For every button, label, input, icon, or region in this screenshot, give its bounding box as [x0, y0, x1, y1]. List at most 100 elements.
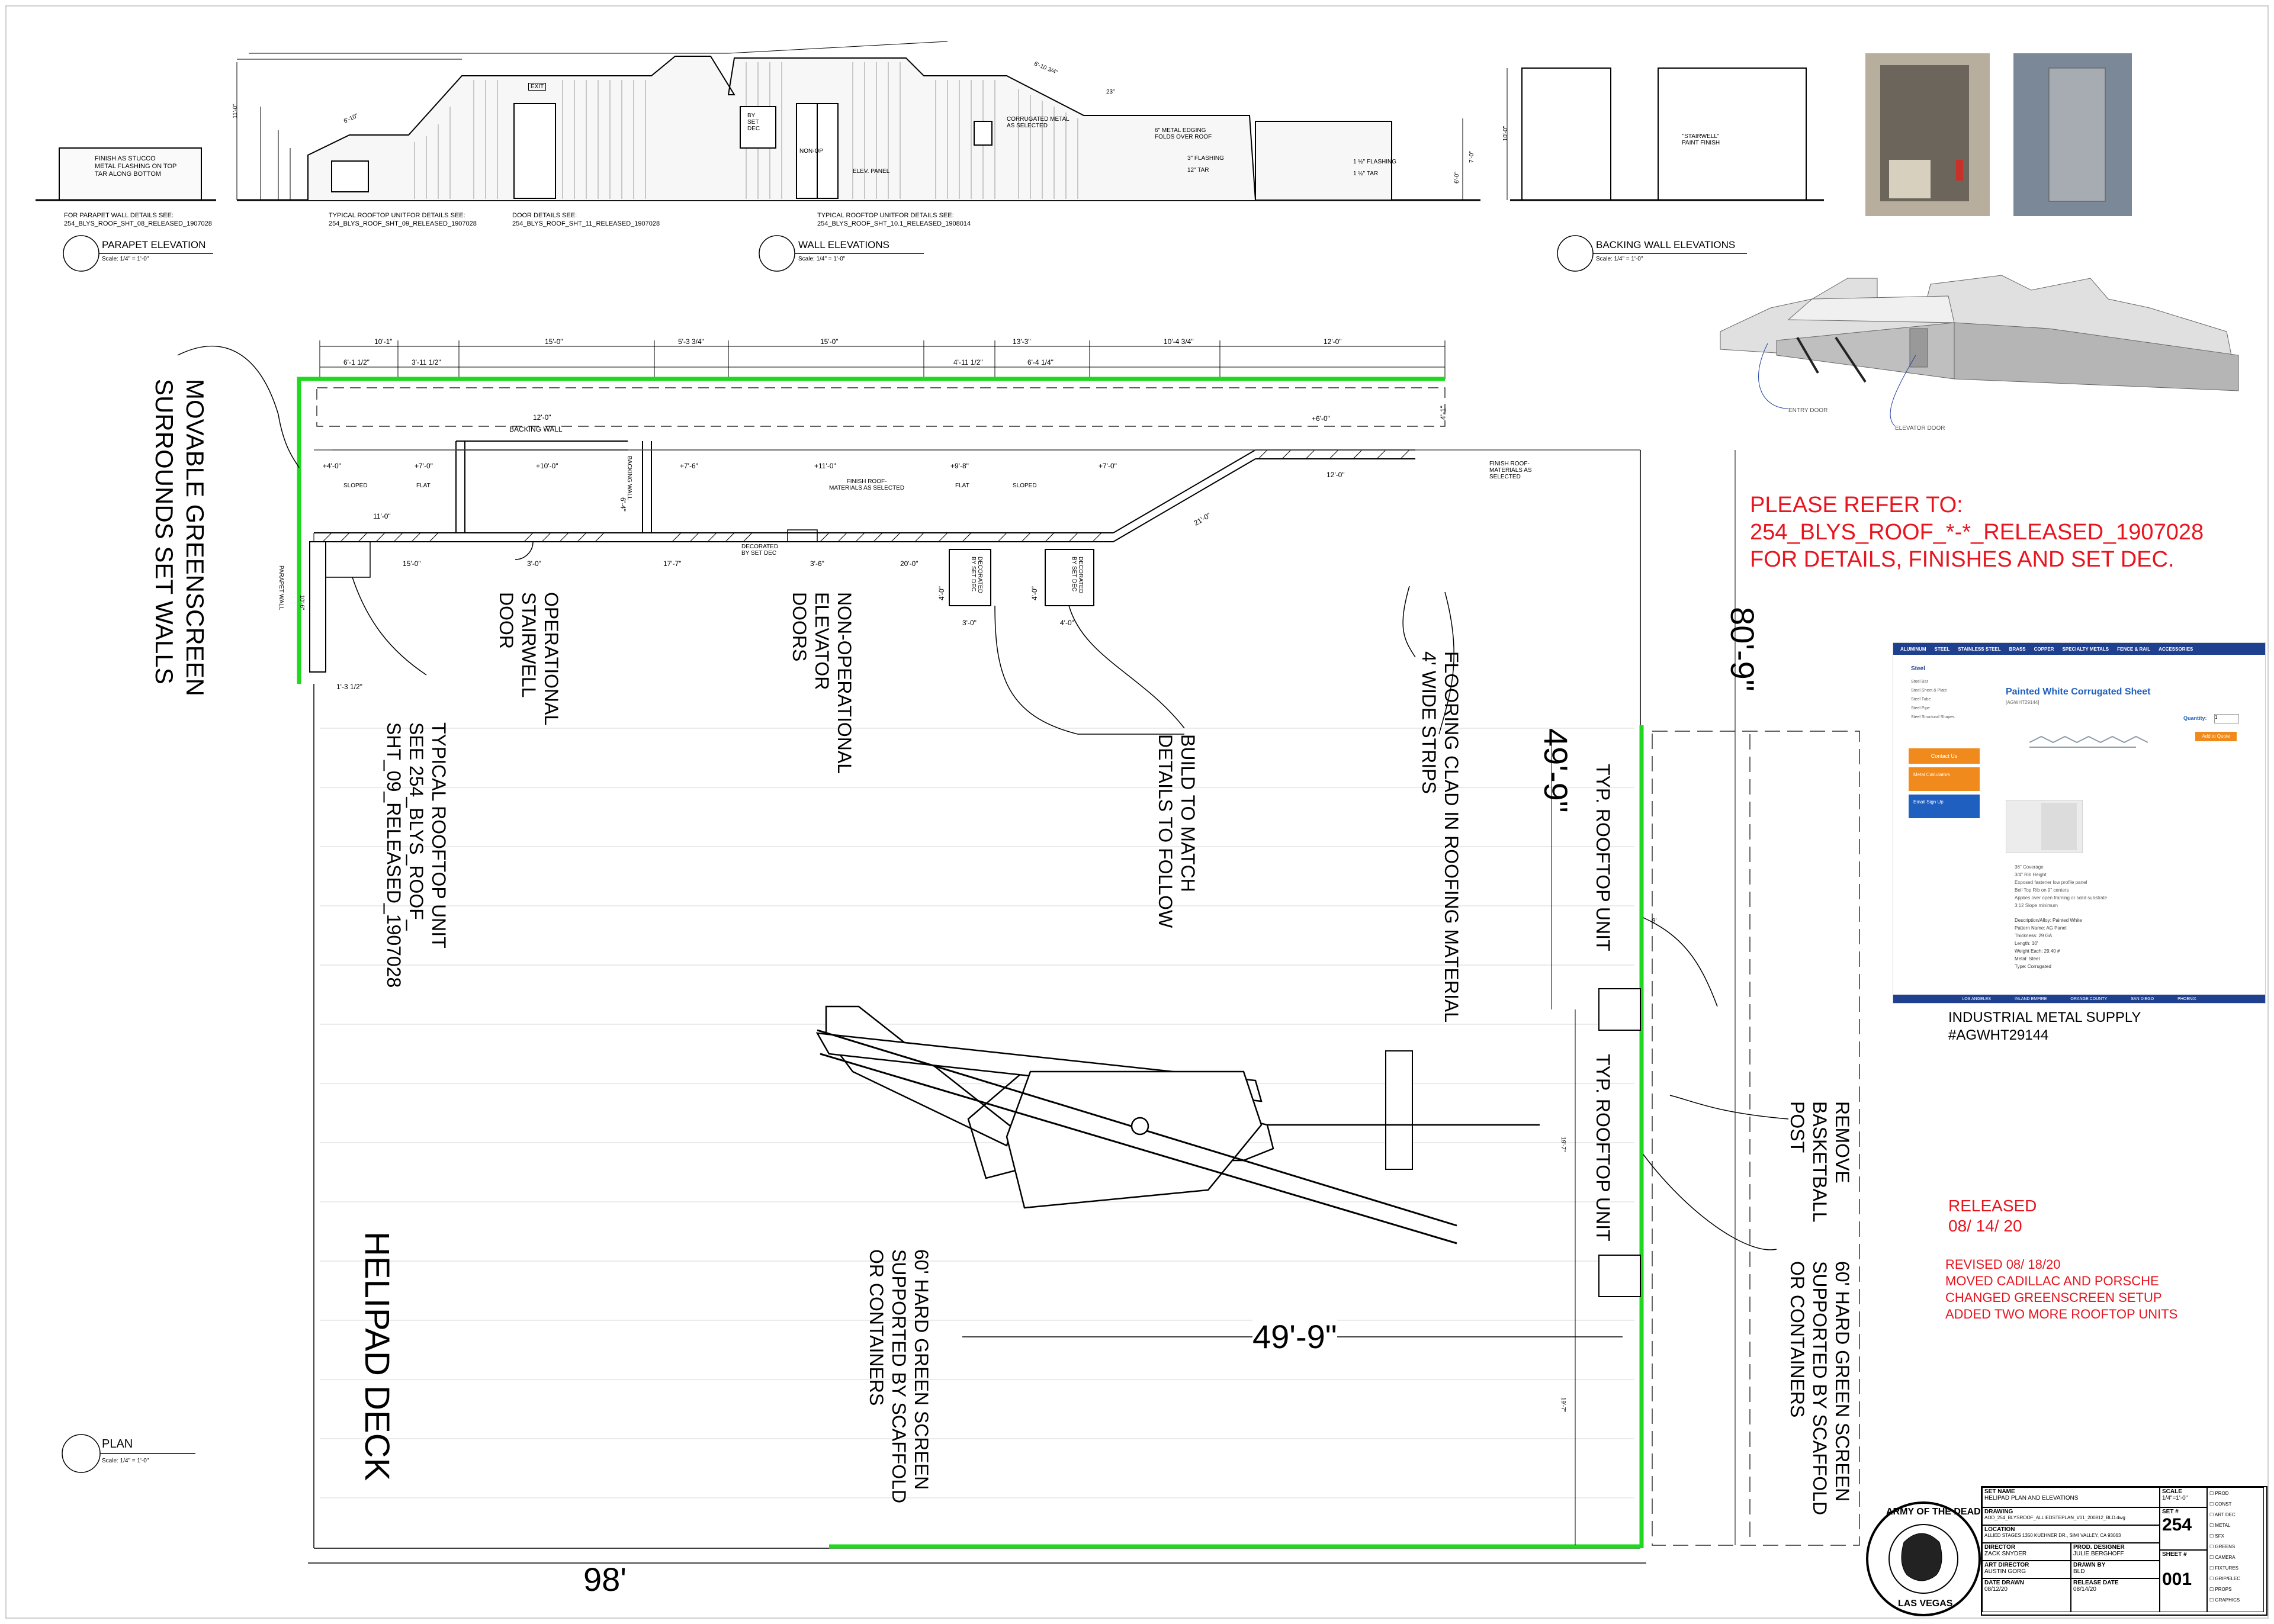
plan-dim-12-right: 12'-0" [1326, 471, 1345, 479]
plan-flat-1: FLAT [416, 483, 431, 489]
calculators-button[interactable]: Metal Calculators [1909, 767, 1980, 791]
helicopter-icon [815, 1005, 1540, 1244]
nav-item[interactable]: COPPER [2034, 646, 2054, 652]
check-item[interactable]: ☐ GREENS [2209, 1544, 2236, 1549]
footer-location[interactable]: PHOENIX [2177, 996, 2196, 1001]
flooring-note: FLOORING CLAD IN ROOFING MATERIAL 4' WID… [1418, 651, 1462, 1023]
supplier-sku: #AGWHT29144 [1948, 1027, 2049, 1043]
nav-item[interactable]: ALUMINUM [1900, 646, 1926, 652]
plan-backing-wall-dim: 12'-0" [533, 413, 551, 422]
check-item[interactable]: ☐ SFX [2209, 1533, 2224, 1539]
nav-item[interactable]: ACCESSORIES [2159, 646, 2193, 652]
add-quote-button[interactable]: Add to Quote [2195, 732, 2237, 741]
check-item[interactable]: ☐ GRAPHICS [2209, 1597, 2240, 1603]
quantity-input[interactable]: 1 [2214, 714, 2239, 723]
refer-note: PLEASE REFER TO: 254_BLYS_ROOF_*-*_RELEA… [1750, 493, 2204, 572]
elev-panel-label: ELEV. PANEL [853, 168, 890, 175]
check-item[interactable]: ☐ PROPS [2209, 1587, 2232, 1592]
check-item[interactable]: ☐ FIXTURES [2209, 1565, 2238, 1571]
entry-door-label: ENTRY DOOR [1788, 407, 1828, 414]
footer-location[interactable]: ORANGE COUNTY [2070, 996, 2108, 1001]
dim-49-9-vertical: 49'-9" [1537, 728, 1575, 813]
product-thumbnail [2006, 800, 2083, 853]
quantity-label: Quantity: [2183, 715, 2207, 721]
hard-green-left: 60' HARD GREEN SCREEN SUPPORTED BY SCAFF… [866, 1249, 932, 1504]
tb-set-name: SET NAME HELIPAD PLAN AND ELEVATIONS [1982, 1487, 2160, 1507]
wall-dim-13: 7'-0" [1469, 151, 1475, 163]
parapet-scale: Scale: 1/4" = 1'-0" [102, 256, 149, 262]
wall-dim-4: 23" [1106, 89, 1115, 95]
dim-49-9-horizontal: 49'-9" [1252, 1317, 1337, 1356]
nav-item[interactable]: BRASS [2009, 646, 2026, 652]
nav-item[interactable]: FENCE & RAIL [2117, 646, 2151, 652]
contact-button[interactable]: Contact Us [1909, 748, 1980, 764]
nav-item[interactable]: SPECIALTY METALS [2062, 646, 2109, 652]
check-item[interactable]: ☐ CONST [2209, 1501, 2232, 1507]
typ-rooftop-1: TYP. ROOFTOP UNIT [1592, 764, 1614, 951]
plan-dim-3b: 3'-0" [962, 619, 977, 627]
backing-scale: Scale: 1/4" = 1'-0" [1596, 256, 1643, 262]
title-block: SET NAME HELIPAD PLAN AND ELEVATIONS DRA… [1981, 1486, 2267, 1616]
plan-top-dim-8: 6'-4 1/4" [1027, 358, 1054, 366]
plan-dim-4: 4'-0" [1060, 619, 1074, 627]
spec-item: Weight Each: 29.40 # [2015, 948, 2060, 954]
dim-19-7b: 19'-7" [1560, 1397, 1566, 1413]
spec-item: Length: 10' [2015, 941, 2038, 946]
footer-location[interactable]: LOS ANGELES [1962, 996, 1991, 1001]
footer-location[interactable]: INLAND EMPIRE [2014, 996, 2047, 1001]
leader-lines [177, 346, 1789, 1250]
tb-location: LOCATION ALLIED STAGES 1350 KUEHNER DR.,… [1982, 1525, 2160, 1543]
rooftop-unit-note: TYPICAL ROOFTOP UNIT SEE 254_BLYS_ROOF_ … [383, 722, 449, 988]
wall-ref-1b: 254_BLYS_ROOF_SHT_09_RELEASED_1907028 [329, 220, 477, 227]
plan-decorated-elev: DECORATED BY SET DEC [741, 544, 779, 557]
plan-elev-4: +11'-0" [814, 462, 836, 470]
feature-item: 3:12 Slope minimum [2015, 903, 2058, 908]
plan-elev-1: +7'-0" [415, 462, 433, 470]
plan-dim-20: 20'-0" [900, 559, 918, 568]
sidebar-item[interactable]: Steel Sheet & Plate [1911, 689, 1947, 693]
plan-elev-3: +7'-6" [680, 462, 698, 470]
sidebar-item[interactable]: Steel Structural Shapes [1911, 715, 1955, 719]
nav-item[interactable]: STAINLESS STEEL [1958, 646, 2001, 652]
logo-bottom-text: LAS VEGAS [1898, 1599, 1953, 1609]
plan-sloped-2: SLOPED [1013, 483, 1037, 489]
parapet-elevation [36, 147, 216, 272]
spec-item: Thickness: 29 GA [2015, 933, 2053, 938]
tar12-note: 12" TAR [1187, 167, 1209, 173]
sidebar-item[interactable]: Steel Bar [1911, 680, 1928, 684]
backing-wall-elevation [1507, 67, 1824, 272]
plan-top-dim-5: 15'-0" [820, 337, 839, 346]
feature-item: 36" Coverage [2015, 864, 2044, 870]
wall-ref-2a: DOOR DETAILS SEE: [512, 212, 577, 219]
plan-elev-7: +6'-0" [1312, 414, 1330, 423]
footer-location[interactable]: SAN DIEGO [2131, 996, 2154, 1001]
sidebar-item[interactable]: Steel Tube [1911, 697, 1931, 702]
backing-note: "STAIRWELL" PAINT FINISH [1682, 133, 1720, 146]
op-stairwell-note: OPERATIONAL STAIRWELL DOOR [496, 592, 562, 726]
plan-backing-wall-vert: BACKING WALL [626, 456, 632, 500]
check-item[interactable]: ☐ CAMERA [2209, 1555, 2236, 1560]
check-item[interactable]: ☐ PROD [2209, 1491, 2229, 1496]
check-item[interactable]: ☐ GRIP/ELEC [2209, 1576, 2241, 1581]
wall-dim-5: 11'-0" [232, 104, 239, 118]
dim-19-7a: 19'-7" [1560, 1137, 1566, 1152]
plan-decorated-b: DECORATED BY SET DEC [1071, 557, 1084, 594]
plan-backing-wall: BACKING WALL [509, 425, 563, 433]
logo-top-text: ARMY OF THE DEAD [1886, 1507, 1981, 1517]
plan-elev-0: +4'-0" [323, 462, 341, 470]
plan-elev-6: +7'-0" [1099, 462, 1117, 470]
plan-dim-4v2: 4'-0" [1030, 586, 1039, 600]
check-item[interactable]: ☐ METAL [2209, 1523, 2231, 1528]
wall-elevation [236, 41, 1480, 272]
plan-flat-2: FLAT [955, 483, 969, 489]
sidebar-item[interactable]: Steel Pipe [1911, 706, 1930, 710]
product-title: Painted White Corrugated Sheet [2006, 687, 2151, 697]
email-button[interactable]: Email Sign Up [1909, 795, 1980, 818]
plan-dim-3: 3'-0" [527, 559, 541, 568]
released-note: RELEASED 08/ 14/ 20 [1948, 1197, 2037, 1235]
check-item[interactable]: ☐ ART DEC [2209, 1512, 2236, 1517]
nav-item[interactable]: STEEL [1934, 646, 1950, 652]
plan-dim-11: 11'-0" [373, 512, 391, 520]
